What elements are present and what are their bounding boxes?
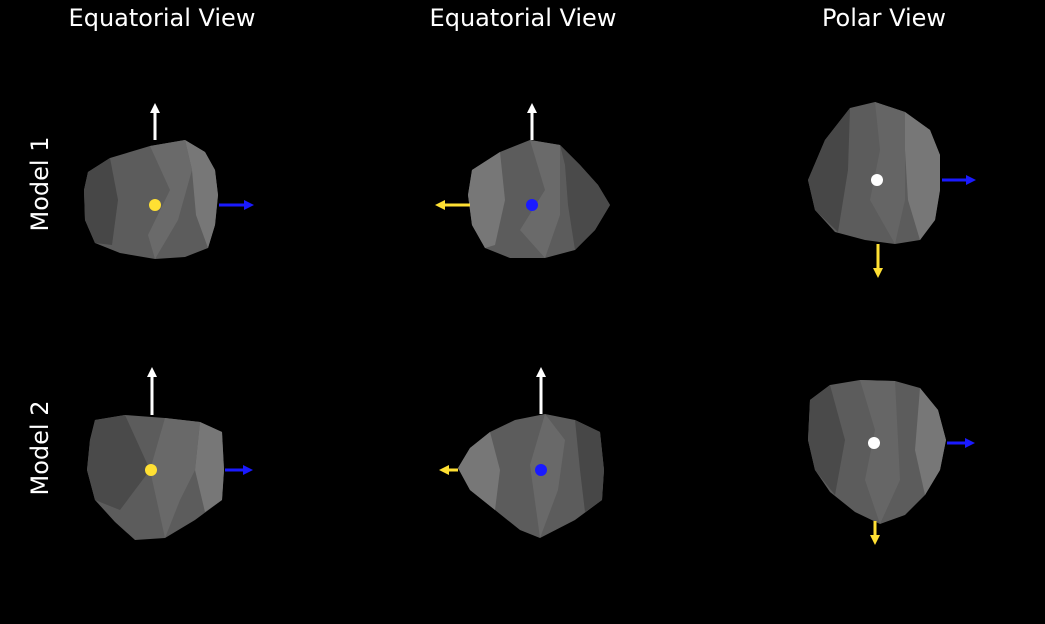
column-title-equatorial-1: Equatorial View <box>68 4 256 32</box>
asteroid-shape-icon <box>458 414 604 538</box>
model-2-equatorial-view-2 <box>439 367 604 538</box>
asteroid-shape-icon <box>84 140 218 259</box>
axis-dot-icon <box>526 199 538 211</box>
model-2-polar-view <box>808 380 975 545</box>
asteroid-shape-icon <box>808 380 946 524</box>
axis-dot-icon <box>868 437 880 449</box>
axis-dot-icon <box>145 464 157 476</box>
asteroid-shape-icon <box>87 415 224 540</box>
axis-dot-icon <box>535 464 547 476</box>
model-2-equatorial-view-1 <box>87 367 253 540</box>
model-1-polar-view <box>808 102 976 278</box>
asteroid-shape-icon <box>808 102 940 244</box>
asteroid-shape-icon <box>468 140 610 258</box>
column-title-equatorial-2: Equatorial View <box>429 4 617 32</box>
model-1-equatorial-view-2 <box>435 103 610 258</box>
axis-dot-icon <box>149 199 161 211</box>
column-title-polar: Polar View <box>821 4 947 32</box>
model-1-equatorial-view-1 <box>84 103 254 259</box>
axis-dot-icon <box>871 174 883 186</box>
